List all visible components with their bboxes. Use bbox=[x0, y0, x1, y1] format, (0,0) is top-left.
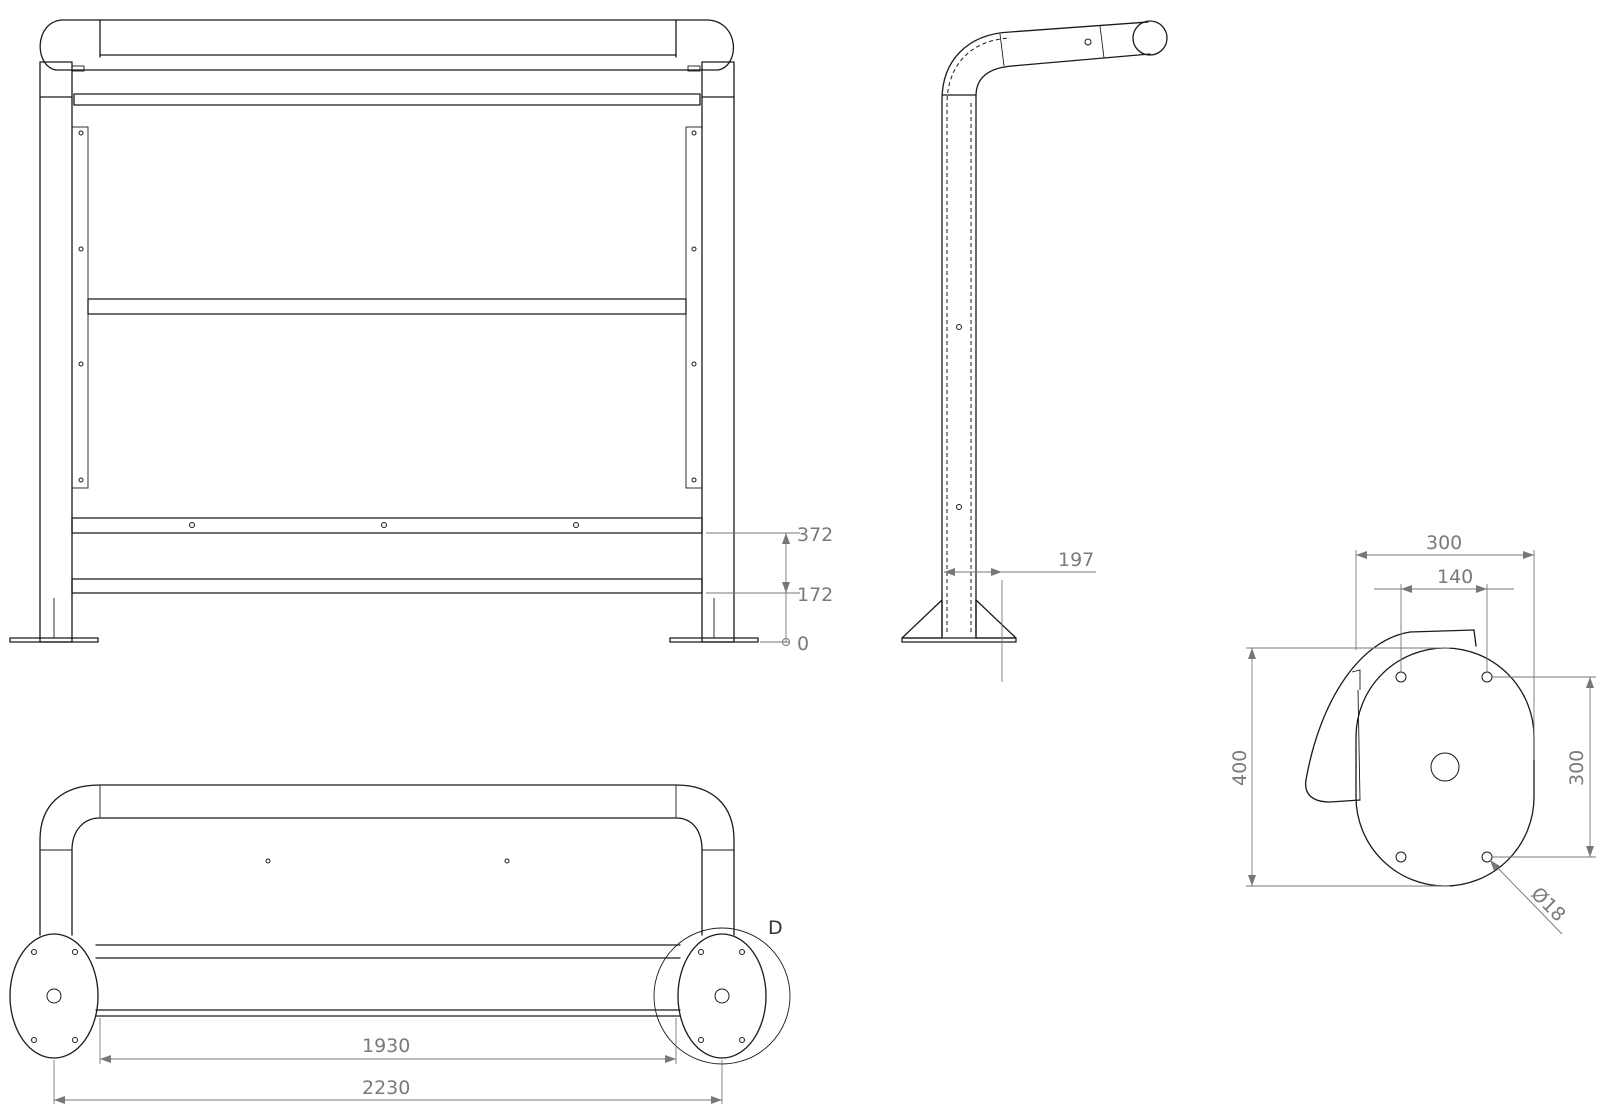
dim-300-top: 300 bbox=[1426, 532, 1462, 554]
dim-172: 172 bbox=[797, 584, 833, 606]
center-hole bbox=[1430, 752, 1460, 782]
right-base-plate bbox=[669, 637, 759, 643]
dim-197: 197 bbox=[1058, 549, 1094, 571]
side-post-inner bbox=[975, 53, 1151, 637]
top-rail bbox=[39, 19, 734, 71]
dim-2230: 2230 bbox=[362, 1077, 410, 1099]
lower-rail bbox=[71, 517, 703, 534]
side-base-plate bbox=[901, 637, 1017, 643]
side-view: 197 bbox=[901, 20, 1168, 682]
detail-post-section bbox=[1304, 631, 1411, 803]
base-plate-detail: 300 140 400 300 Ø18 bbox=[1229, 532, 1596, 935]
dim-300-right: 300 bbox=[1566, 750, 1588, 786]
dim-0: 0 bbox=[797, 633, 809, 655]
top-rail-inner bbox=[71, 817, 703, 936]
right-post bbox=[701, 61, 735, 643]
side-post-outer bbox=[941, 21, 1149, 637]
rail-end-cap bbox=[1132, 20, 1168, 56]
detail-label-d: D bbox=[768, 917, 783, 939]
top-right-base-plate bbox=[677, 933, 767, 1059]
top-left-base-plate bbox=[9, 933, 99, 1059]
left-post bbox=[39, 61, 73, 643]
top-view: D 1930 2230 bbox=[9, 784, 791, 1104]
middle-rail bbox=[87, 298, 687, 315]
top-rail-outer bbox=[39, 784, 735, 936]
dim-400: 400 bbox=[1229, 750, 1251, 786]
dim-1930: 1930 bbox=[362, 1035, 410, 1057]
dim-372: 372 bbox=[797, 524, 833, 546]
dim-140: 140 bbox=[1437, 566, 1473, 588]
side-base-gusset bbox=[901, 599, 943, 639]
left-base-plate bbox=[9, 637, 99, 643]
dim-hole-diameter: Ø18 bbox=[1526, 883, 1569, 926]
front-view: 372 172 0 bbox=[9, 19, 833, 655]
kick-rail bbox=[71, 578, 703, 594]
